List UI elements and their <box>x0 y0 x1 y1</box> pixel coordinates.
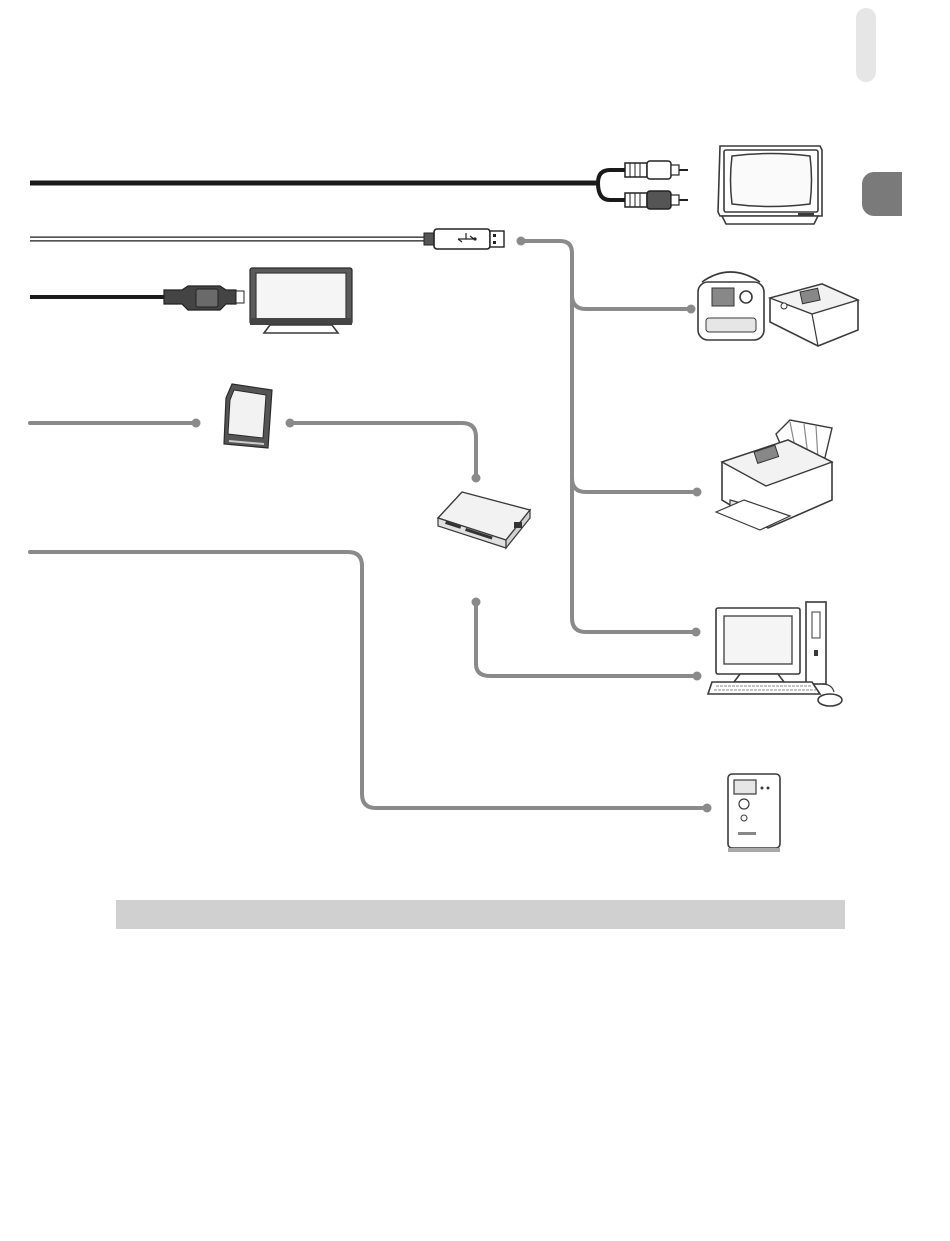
hdmi-plug-icon <box>164 286 244 310</box>
desktop-computer-icon <box>708 602 842 706</box>
usb-trunk-line <box>521 241 696 632</box>
flash-line <box>30 552 707 808</box>
rca-plug-icon <box>625 161 688 209</box>
section-header-bar <box>116 900 845 929</box>
av-cable <box>30 170 628 200</box>
photo-printer-icon <box>698 272 858 346</box>
sd-card-icon <box>224 384 272 448</box>
flat-tv-icon <box>250 268 352 333</box>
usb-plug-icon <box>424 229 504 249</box>
reader-to-computer-line <box>476 602 697 676</box>
external-flash-icon <box>728 774 780 852</box>
card-reader-line <box>290 423 476 478</box>
inkjet-printer-icon <box>716 420 832 530</box>
usb-branch-photo-printer <box>572 295 691 309</box>
card-reader-icon <box>438 492 530 548</box>
usb-branch-inkjet-printer <box>572 478 697 492</box>
crt-tv-icon <box>718 146 822 224</box>
